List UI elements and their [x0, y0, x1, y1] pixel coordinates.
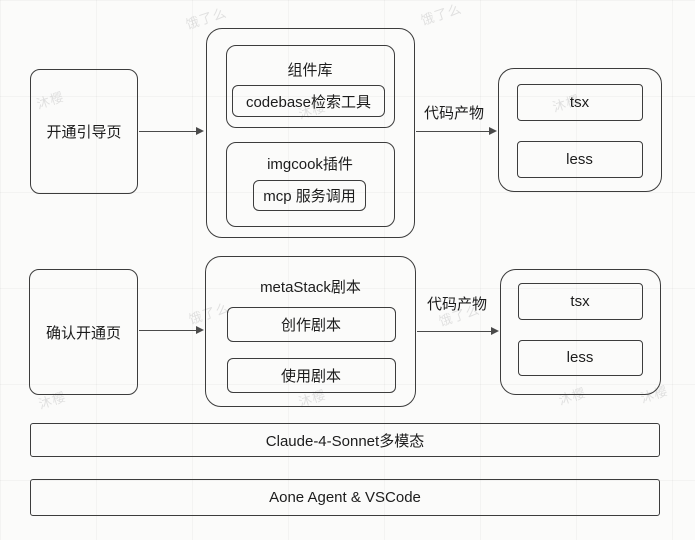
metastack-title: metaStack剧本 — [260, 279, 361, 296]
box-mcp-service: mcp 服务调用 — [253, 180, 366, 211]
node-guide-page: 开通引导页 — [30, 69, 138, 194]
component-lib-title: 组件库 — [287, 61, 333, 79]
imgcook-title: imgcook插件 — [267, 155, 353, 173]
node-confirm-page: 确认开通页 — [29, 269, 138, 395]
arrow-label-code-artifacts-top: 代码产物 — [423, 105, 484, 122]
container-outputs-top: tsx less — [498, 68, 662, 192]
arrow-label-code-artifacts-bottom: 代码产物 — [426, 296, 487, 313]
arrow-confirm-to-metastack — [139, 326, 204, 334]
box-codebase-tool: codebase检索工具 — [232, 85, 385, 117]
box-tsx-bottom: tsx — [517, 282, 643, 320]
box-less-bottom: less — [517, 339, 643, 376]
box-tsx-top: tsx — [516, 83, 643, 121]
arrow-metastack-to-outputs — [417, 327, 499, 335]
bar-claude-model: Claude-4-Sonnet多模态 — [30, 423, 660, 457]
box-create-script: 创作剧本 — [226, 306, 396, 342]
bar-aone-vscode: Aone Agent & VSCode — [30, 479, 660, 516]
box-less-top: less — [516, 140, 643, 178]
container-outputs-bottom: tsx less — [500, 269, 661, 395]
arrow-guide-to-plugins — [139, 127, 204, 135]
watermark: 饿了么 — [419, 0, 464, 29]
box-use-script: 使用剧本 — [226, 357, 396, 393]
arrow-plugins-to-outputs — [416, 127, 497, 135]
group-component-lib: 组件库 codebase检索工具 — [225, 44, 395, 128]
group-imgcook: imgcook插件 mcp 服务调用 — [225, 141, 395, 227]
container-plugins: 组件库 codebase检索工具 imgcook插件 mcp 服务调用 — [206, 28, 415, 238]
container-metastack: metaStack剧本 创作剧本 使用剧本 — [205, 256, 416, 407]
